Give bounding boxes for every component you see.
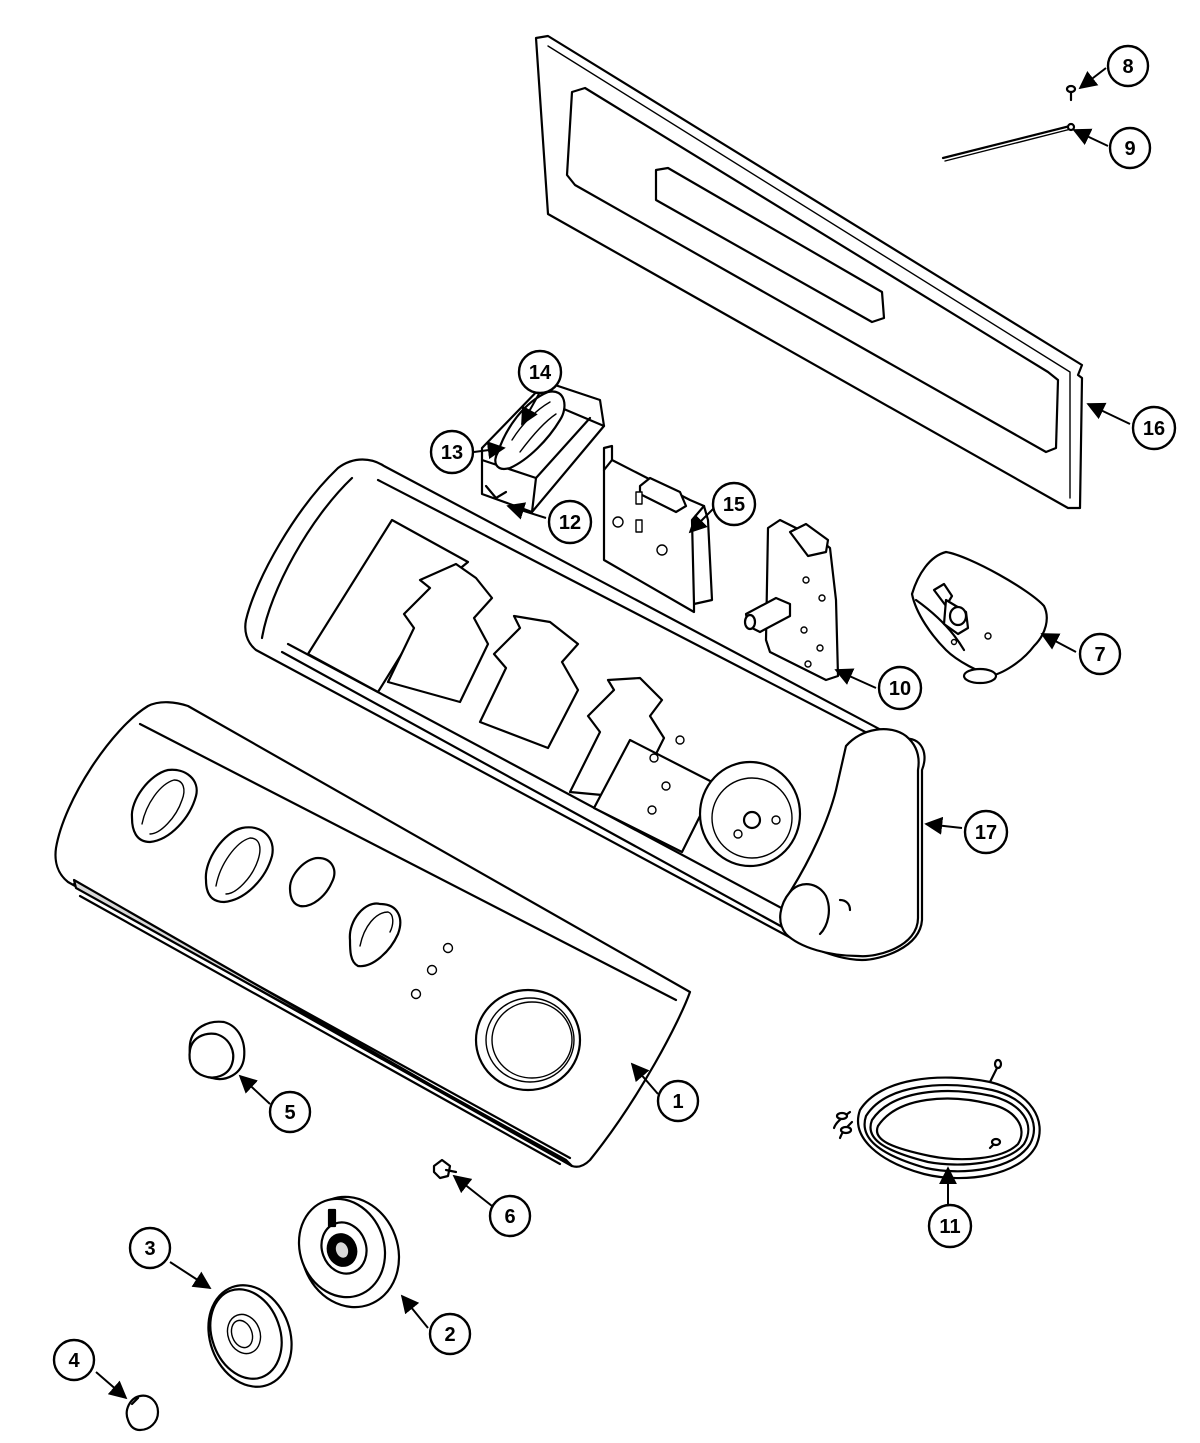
callout-9: 9 xyxy=(1108,126,1152,170)
callout-2: 2 xyxy=(428,1312,472,1356)
callout-3-label: 3 xyxy=(144,1238,155,1260)
callout-1: 1 xyxy=(656,1079,700,1123)
callout-13-label: 13 xyxy=(441,442,463,464)
callout-15-label: 15 xyxy=(723,494,745,516)
callout-6: 6 xyxy=(488,1194,532,1238)
part-console-front xyxy=(54,701,692,1168)
callout-3: 3 xyxy=(128,1226,172,1270)
leader-7 xyxy=(1040,633,1077,653)
part-knob-skirt xyxy=(297,1195,401,1309)
part-knob xyxy=(207,1284,293,1388)
part-screw-small xyxy=(1065,84,1077,102)
leader-2 xyxy=(400,1294,429,1329)
callout-5: 5 xyxy=(268,1090,312,1134)
callout-12-label: 12 xyxy=(559,512,581,534)
callout-9-label: 9 xyxy=(1124,138,1135,160)
part-mounting-bracket xyxy=(602,444,714,614)
leader-5 xyxy=(238,1074,271,1105)
leader-10 xyxy=(834,668,877,689)
callout-11-label: 11 xyxy=(939,1216,960,1238)
callout-7-label: 7 xyxy=(1094,644,1105,666)
leader-12 xyxy=(506,502,547,520)
part-control-panel-frame xyxy=(244,458,926,962)
leader-6 xyxy=(452,1174,493,1207)
callout-14: 14 xyxy=(517,349,563,395)
part-wire-tie xyxy=(941,122,1076,162)
leader-16 xyxy=(1086,402,1131,425)
callout-7: 7 xyxy=(1078,632,1122,676)
callout-4-label: 4 xyxy=(68,1350,80,1372)
leader-15 xyxy=(688,507,715,534)
callout-4: 4 xyxy=(52,1338,96,1382)
callout-10: 10 xyxy=(877,665,923,711)
part-wire-harness xyxy=(832,1058,1041,1180)
callout-6-label: 6 xyxy=(504,1206,515,1228)
leader-1 xyxy=(630,1062,659,1095)
callout-12: 12 xyxy=(547,499,593,545)
callout-8: 8 xyxy=(1106,44,1150,88)
part-switch-plate xyxy=(743,518,840,682)
part-back-panel xyxy=(534,34,1084,510)
leader-13 xyxy=(473,441,506,460)
callout-8-label: 8 xyxy=(1122,56,1133,78)
callout-5-label: 5 xyxy=(284,1102,295,1124)
callout-17-label: 17 xyxy=(975,822,997,844)
callout-11: 11 xyxy=(927,1203,973,1249)
callout-15: 15 xyxy=(711,481,757,527)
part-indicator-light xyxy=(480,380,606,514)
callout-2-label: 2 xyxy=(444,1324,455,1346)
callout-17: 17 xyxy=(963,809,1009,855)
part-timer xyxy=(910,550,1048,685)
part-button-cap xyxy=(125,1394,160,1432)
leader-14 xyxy=(521,391,541,426)
callout-1-label: 1 xyxy=(672,1091,683,1113)
part-screw xyxy=(432,1158,458,1180)
leader-8 xyxy=(1078,67,1107,90)
part-push-button xyxy=(188,1020,246,1081)
callout-16: 16 xyxy=(1131,405,1177,451)
leader-3 xyxy=(169,1261,212,1289)
callout-13: 13 xyxy=(429,429,475,475)
leader-4 xyxy=(95,1371,128,1400)
callout-14-label: 14 xyxy=(529,362,552,384)
leader-9 xyxy=(1072,128,1109,147)
callout-16-label: 16 xyxy=(1143,418,1165,440)
leader-17 xyxy=(924,816,963,835)
callout-10-label: 10 xyxy=(889,678,911,700)
leader-lines xyxy=(95,67,1131,1400)
